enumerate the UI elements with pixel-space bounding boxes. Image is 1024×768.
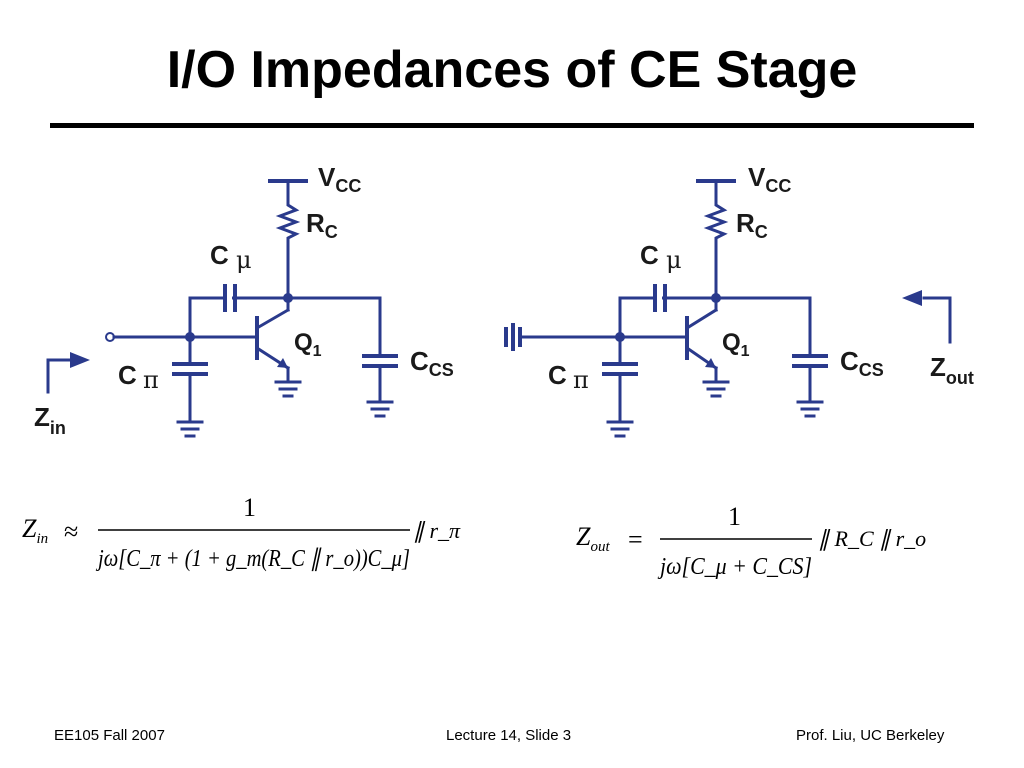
zout-parallel-rc-ro: ∥ R_C ∥ r_o [818,526,926,551]
left-zin-arrow [46,358,74,394]
right-zout-arrow [922,296,952,344]
footer-left: EE105 Fall 2007 [54,727,165,744]
left-labels: VCC RC C μ C π Q1 CCS Zin [34,162,454,438]
svg-text:μ: μ [236,246,252,274]
svg-text:Zin: Zin [22,514,48,547]
zin-numerator: 1 [243,493,256,522]
slide-title: I/O Impedances of CE Stage [166,41,858,99]
svg-text:VCC: VCC [748,162,791,196]
equation-zin: Zin ≈ 1 jω[C_π + (1 + g_m(R_C ∥ r_o))C_μ… [22,493,461,572]
svg-text:CCS: CCS [410,346,454,380]
zout-denominator: jω[C_μ + C_CS] [657,554,812,580]
svg-text:Q1: Q1 [722,329,750,360]
zin-denominator: jω[C_π + (1 + g_m(R_C ∥ r_o))C_μ] [95,546,410,572]
svg-text:Q1: Q1 [294,329,322,360]
right-labels: VCC RC C μ C π Q1 CCS Zout [548,162,974,394]
svg-text:CCS: CCS [840,346,884,380]
svg-text:Zin: Zin [34,402,66,438]
equation-zout: Zout = 1 jω[C_μ + C_CS] ∥ R_C ∥ r_o [576,502,926,580]
svg-text:=: = [628,525,643,554]
left-rc-resistor [275,179,301,300]
svg-text:≈: ≈ [64,517,78,546]
svg-text:Zout: Zout [576,522,610,555]
title-rule [50,123,974,128]
footer-right: Prof. Liu, UC Berkeley [796,727,945,744]
svg-text:C: C [210,240,229,270]
left-base-node [185,332,195,342]
left-circuit [46,179,398,438]
svg-text:μ: μ [666,246,682,274]
left-q1-collector [254,307,291,331]
svg-text:RC: RC [736,208,768,242]
zout-numerator: 1 [728,502,741,531]
svg-text:C: C [118,360,137,390]
right-circuit [504,179,952,438]
right-base-node [615,332,625,342]
svg-text:C: C [548,360,567,390]
svg-text:RC: RC [306,208,338,242]
svg-text:π: π [143,366,159,394]
footer-center: Lecture 14, Slide 3 [446,727,572,744]
zin-parallel-rpi: ∥ r_π [413,518,461,543]
left-emitter-arrow [277,358,288,368]
left-collector-node [283,293,293,303]
right-rc-resistor [703,179,729,300]
svg-text:C: C [640,240,659,270]
svg-text:Zout: Zout [930,352,974,388]
svg-text:π: π [573,366,589,394]
svg-text:VCC: VCC [318,162,361,196]
right-collector-node [711,293,721,303]
